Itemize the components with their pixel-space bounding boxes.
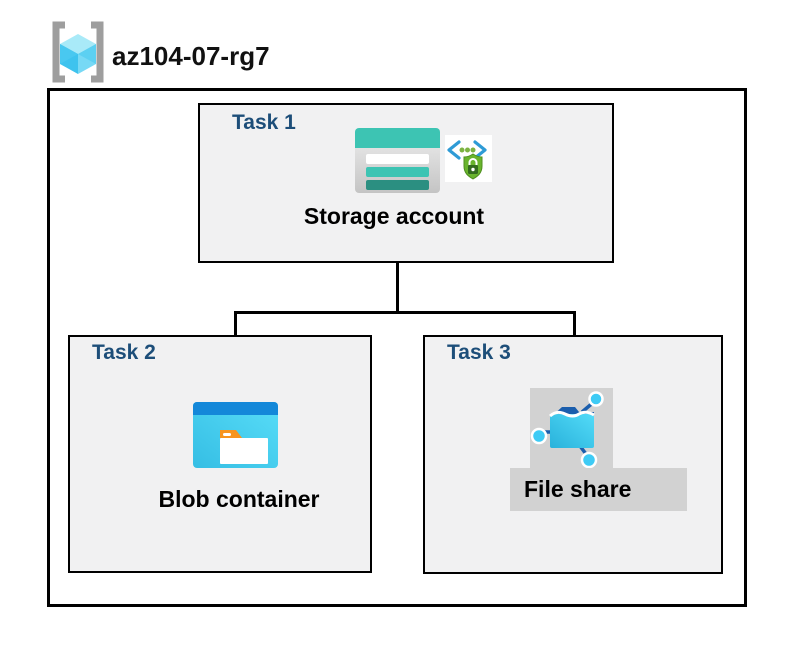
task3-box: Task 3 File share [423, 335, 723, 574]
blob-container-label: Blob container [158, 486, 320, 512]
file-share-icon-selection [530, 388, 613, 469]
file-share-label: File share [524, 476, 632, 502]
file-share-icon [530, 391, 604, 469]
task2-label: Task 2 [92, 341, 156, 364]
resource-group-icon [52, 21, 104, 83]
blob-container-icon [193, 402, 278, 468]
task2-box: Task 2 Blob container [68, 335, 372, 573]
task1-box: Task 1 Storage account [198, 103, 614, 263]
file-share-label-selection: File share [510, 468, 687, 511]
storage-account-icon [355, 128, 440, 193]
resource-group-name: az104-07-rg7 [112, 41, 270, 71]
secure-access-icon [445, 135, 492, 182]
task1-label: Task 1 [232, 111, 296, 134]
storage-account-label: Storage account [303, 203, 485, 229]
task3-label: Task 3 [447, 341, 511, 364]
connector-storage-stem [396, 263, 399, 313]
connector-branch-horizontal [234, 311, 576, 314]
